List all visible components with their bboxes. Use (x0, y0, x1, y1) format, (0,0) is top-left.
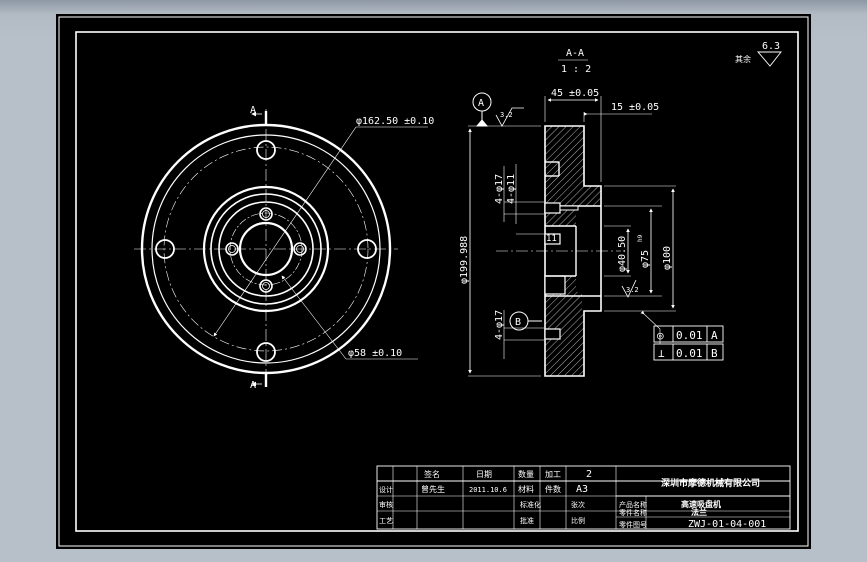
tol1-symbol: ◎ (657, 329, 664, 342)
tb-quantity: 2 (586, 469, 592, 480)
drawing-canvas: A A φ162.50 ±0.10 φ58 ±0.10 (58, 16, 809, 547)
tol2-value: 0.01 (676, 347, 703, 360)
tb-material: A3 (576, 484, 588, 495)
hub-circle-2 (210, 193, 322, 305)
tb-process-label: 加工 (545, 469, 561, 479)
dim-bore: φ40.50 (617, 236, 628, 272)
tb-designer-label: 设计 (379, 485, 393, 494)
flange-inner-outline (151, 134, 381, 364)
surface-finish-label: 其余 (735, 54, 751, 64)
hub-outer-circle (202, 185, 330, 313)
drawing-sheet[interactable]: A A φ162.50 ±0.10 φ58 ±0.10 (56, 14, 811, 549)
dim-bolt-circle: φ162.50 ±0.10 (356, 116, 434, 127)
tol1-datum: A (711, 329, 718, 342)
roughness-top: 3.2 (500, 111, 513, 119)
tb-company: 深圳市摩德机械有限公司 (661, 477, 760, 489)
tb-part-label: 零件名称 (619, 508, 647, 517)
roughness-inner: 3.2 (626, 286, 639, 294)
small-bolt-circle (229, 212, 303, 286)
tb-drawing-no: ZWJ-01-04-001 (688, 519, 766, 530)
section-scale: 1 : 2 (561, 64, 591, 75)
dim-inner-circle: φ58 ±0.10 (348, 348, 402, 359)
section-title: A-A (566, 48, 584, 59)
dim-overall-width: 45 ±0.05 (551, 88, 599, 99)
bolt-circle (163, 146, 369, 352)
section-hatch-upper (545, 126, 601, 226)
tb-date: 2011.10.6 (469, 486, 507, 494)
front-view (134, 109, 428, 389)
tb-count-label: 件数 (545, 484, 561, 494)
dim-hub: φ75 (640, 250, 651, 268)
tb-product-label: 产品名称 (619, 500, 647, 509)
tb-designer-name: 曾先生 (421, 484, 445, 494)
tb-scale-label: 比例 (571, 516, 585, 525)
tb-date-label: 日期 (476, 470, 492, 479)
tol2-symbol: ⊥ (658, 347, 665, 360)
small-holes (225, 207, 307, 293)
tolerance-frames (653, 325, 724, 361)
section-hatch-lower (545, 276, 601, 376)
tb-standard-label: 标准化 (520, 500, 541, 509)
tb-craft-label: 工艺 (379, 517, 393, 525)
tb-signature-label: 签名 (424, 469, 440, 479)
outer-border (58, 16, 809, 547)
title-block (376, 465, 791, 530)
section-outline (544, 125, 602, 377)
hub-circle-3 (218, 201, 314, 297)
dim-outer-diameter: φ199.988 (459, 236, 470, 284)
bore-circle (238, 221, 294, 277)
dim-hub-tol: h9 (637, 234, 644, 242)
dim-hole-17-top: 4-φ17 (494, 174, 505, 204)
tb-product: 高速吸盘机 (681, 499, 721, 509)
dim-flange-thickness: 15 ±0.05 (611, 102, 659, 113)
section-view (468, 92, 676, 377)
datum-a-label: A (478, 98, 484, 109)
section-marker-top: A (250, 105, 256, 116)
tol1-value: 0.01 (676, 329, 703, 342)
dim-small-11: 11 (546, 234, 557, 244)
surface-finish-value: 6.3 (762, 41, 780, 52)
inner-border (75, 31, 799, 532)
datum-b-label: B (515, 317, 521, 328)
tb-sheet-label: 张次 (571, 500, 585, 509)
tb-part-name: 法兰 (691, 507, 707, 517)
tb-drawing-label: 零件图号 (619, 520, 647, 529)
section-marker-bottom: A (250, 380, 256, 391)
dim-hole-11: 4-φ11 (506, 174, 517, 204)
dim-hole-17-bottom: 4-φ17 (494, 310, 505, 340)
dim-spigot: φ100 (662, 246, 673, 270)
tb-material-label: 材料 (518, 484, 534, 494)
large-holes (155, 140, 377, 362)
surface-finish: 其余 6.3 (735, 41, 782, 67)
tol2-datum: B (711, 347, 718, 360)
tb-approve-label: 批准 (520, 516, 534, 525)
tb-qty-label: 数量 (518, 469, 534, 479)
tb-checker-label: 审核 (379, 500, 393, 509)
